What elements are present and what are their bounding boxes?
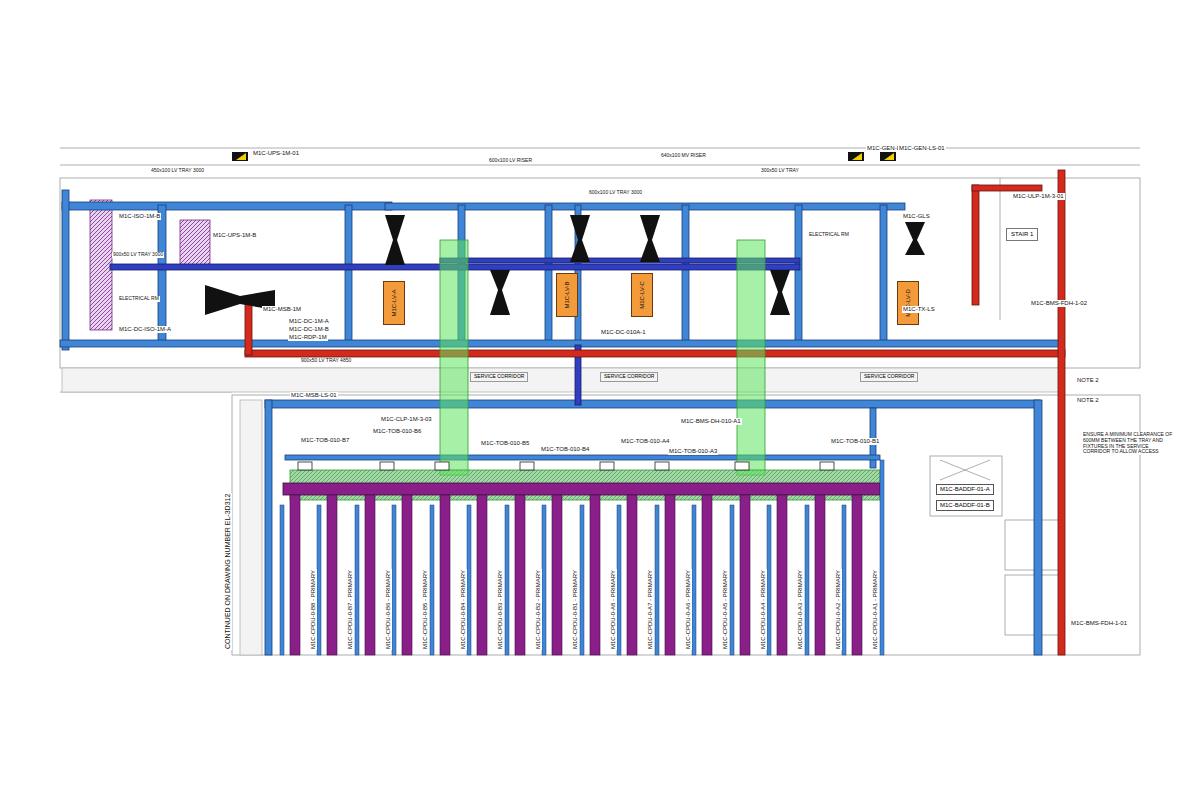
vertical-label: M1C-CPDU-0-B6 - PRIMARY [385,569,392,650]
vertical-label: M1C-CPDU-0-A6 - PRIMARY [685,569,692,650]
switchboard: M1C-LV-C [631,273,653,317]
tag-label: ELECTRICAL RM [118,296,160,302]
tag-label: M1C-UPS-1M-01 [252,150,300,157]
tag-label: M1C-BMS-FDH-1-01 [1070,620,1128,627]
node-text: M1C-BADDF-01-A [940,486,990,493]
vertical-label: M1C-CPDU-0-A1 - PRIMARY [872,569,879,650]
red-tray [245,170,1065,655]
corridor-tag: SERVICE CORRIDOR [470,372,528,382]
tag-label: M1C-DC-1M-B [288,326,330,333]
tag-label: 900x50 LV TRAY 3000 [112,252,164,258]
vertical-label: M1C-CPDU-0-A8 - PRIMARY [610,569,617,650]
vertical-label: CONTINUED ON DRAWING NUMBER EL-3D312 [224,493,232,650]
node-text: M1C-LV-A [391,289,398,316]
node-text: SERVICE CORRIDOR [604,374,654,380]
tag-label: 600x100 LV RISER [488,158,533,164]
rack-tray [290,495,862,655]
tag-label: M1C-TOB-010-B7 [300,437,350,444]
green-ladder [290,240,880,500]
tag-label: M1C-BMS-DH-010-A1 [680,418,742,425]
tag-label: M1C-BMS-FDH-1-02 [1030,300,1088,307]
corridor-tag: SERVICE CORRIDOR [860,372,918,382]
node-text: M1C-BADDF-01-B [940,502,990,509]
blue-tray [60,190,1060,655]
vertical-label: M1C-CPDU-0-A3 - PRIMARY [797,569,804,650]
tag-label: M1C-TOB-010-B1 [830,438,880,445]
node-text: SERVICE CORRIDOR [474,374,524,380]
vertical-label: M1C-CPDU-0-A7 - PRIMARY [647,569,654,650]
vertical-label: M1C-CPDU-0-A5 - PRIMARY [722,569,729,650]
vertical-label: M1C-CPDU-0-B7 - PRIMARY [347,569,354,650]
vertical-label: M1C-CPDU-0-A4 - PRIMARY [760,569,767,650]
switchboard: M1C-LV-D [897,281,919,325]
tag-label: M1C-MSB-1M [262,306,302,313]
corridor-tag: SERVICE CORRIDOR [600,372,658,382]
vertical-label: M1C-CPDU-0-B1 - PRIMARY [572,569,579,650]
tag-label: M1C-TOB-010-A3 [668,448,718,455]
vertical-label: M1C-CPDU-0-B2 - PRIMARY [535,569,542,650]
switchboard: M1C-LV-B [556,273,578,317]
tag-label: M1C-TOB-010-B4 [540,446,590,453]
tag-label: M1C-CLP-1M-3-03 [380,416,433,423]
walls [60,148,1140,655]
tag-label: M1C-GEN-LS-01 [898,145,946,152]
vertical-label: M1C-CPDU-0-A2 - PRIMARY [835,569,842,650]
switchboard: M1C-LV-A [383,281,405,325]
tag-label: 900x50 LV TRAY 4850 [300,358,352,364]
vertical-label: M1C-CPDU-0-B8 - PRIMARY [310,569,317,650]
tag-label: M1C-UPS-1M-B [212,232,257,239]
tag-label: M1C-DC-ISO-1M-A [118,326,172,333]
purple-tray [283,483,880,495]
room-box: STAIR 1 [1006,228,1038,241]
tag-label: ELECTRICAL RM [808,232,850,238]
tag-label: M1C-MSB-LS-01 [290,392,338,399]
vertical-label: M1C-CPDU-0-B4 - PRIMARY [460,569,467,650]
tag-label: 450x100 LV TRAY 3000 [150,168,205,174]
node-text: STAIR 1 [1011,231,1033,238]
tag-label: M1C-ISO-1M-B [118,213,161,220]
corridor-band [240,400,262,655]
tag-label: 300x50 LV TRAY [760,168,800,174]
tag-label: 600x100 LV TRAY 3000 [588,190,643,196]
tag-label: NOTE 2 [1076,397,1100,404]
busduct-symbol [205,215,925,315]
tag-label: M1C-DC-1M-A [288,318,330,325]
vertical-label: M1C-CPDU-0-B3 - PRIMARY [497,569,504,650]
tap-off-box [298,462,834,470]
tag-label: M1C-RDP-1M [288,334,328,341]
tag-label: M1C-ULP-1M-3-01 [1012,193,1065,200]
tag-marker [232,152,896,161]
hatched-zone [180,220,210,265]
tag-label: NOTE 2 [1076,377,1100,384]
tag-label: M1C-GLS [902,213,931,220]
tag-label: M1C-TOB-010-A4 [620,438,670,445]
tag-label: 640x100 MV RISER [660,153,707,159]
tag-label: M1C-TOB-010-B6 [372,428,422,435]
rack-blue-tray [280,460,884,655]
vertical-label: M1C-CPDU-0-B5 - PRIMARY [422,569,429,650]
node-text: M1C-LV-B [564,281,571,308]
tag-label: ENSURE A MINIMUM CLEARANCE OF 600MM BETW… [1082,432,1174,455]
node-text: M1C-LV-C [639,281,646,309]
hatched-zone [90,200,112,330]
tag-label: M1C-TX-LS [902,306,936,313]
tag-label: M1C-TOB-010-B5 [480,440,530,447]
corridor-band [62,368,1060,392]
equipment-box: M1C-BADDF-01-A [936,484,994,495]
node-text: SERVICE CORRIDOR [864,374,914,380]
equipment-box: M1C-BADDF-01-B [936,500,994,511]
tag-label: M1C-DC-010A-1 [600,329,647,336]
